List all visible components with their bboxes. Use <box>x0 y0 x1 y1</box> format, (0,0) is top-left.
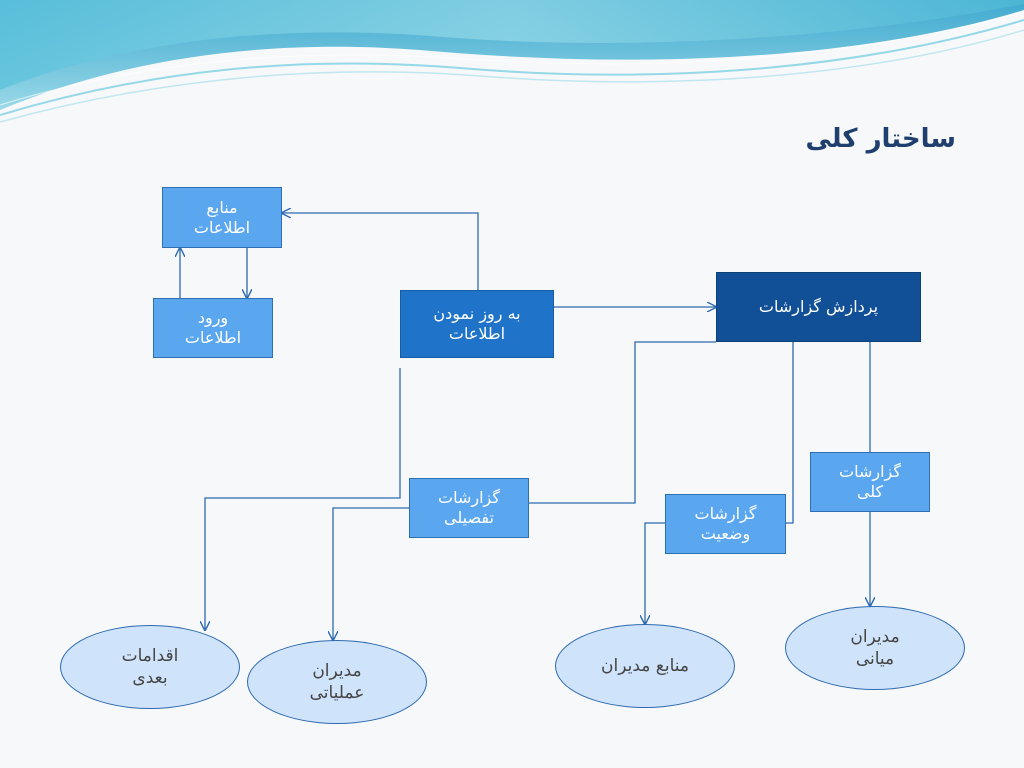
node-data-entry: ورود اطلاعات <box>153 298 273 358</box>
node-operational-managers-line1: مدیران <box>312 660 362 681</box>
line-processing-to-status <box>786 342 794 524</box>
arrow-detailed-to-operational <box>333 507 409 640</box>
node-operational-managers: مدیران عملیاتی <box>247 640 427 724</box>
node-status-reports: گزارشات وضعیت <box>665 494 786 554</box>
node-info-sources-line2: اطلاعات <box>193 217 251 237</box>
node-update-info-line2: اطلاعات <box>448 324 506 343</box>
node-middle-managers-line1: مدیران <box>850 626 900 647</box>
node-general-reports-line2: کلی <box>856 482 884 501</box>
page-title: ساختار کلی <box>805 124 956 154</box>
node-middle-managers: مدیران میانی <box>785 606 965 690</box>
node-operational-managers-line2: عملیاتی <box>309 683 365 703</box>
arrow-update-to-further-actions <box>205 368 401 630</box>
header-wave-decoration <box>0 0 1024 123</box>
node-info-sources-line1: منابع <box>206 197 238 217</box>
node-report-processing: پردازش گزارشات <box>716 272 921 342</box>
node-further-actions: اقدامات بعدی <box>60 625 240 709</box>
node-data-entry-line2: اطلاعات <box>184 328 242 347</box>
node-update-info: به روز نمودن اطلاعات <box>400 290 554 358</box>
node-data-entry-line1: ورود <box>197 308 229 327</box>
node-general-reports-line1: گزارشات <box>839 462 901 481</box>
node-status-reports-line1: گزارشات <box>694 504 757 523</box>
node-info-sources: منابع اطلاعات <box>162 187 282 248</box>
node-further-actions-line2: بعدی <box>132 668 168 688</box>
node-detailed-reports-line1: گزارشات <box>438 488 500 507</box>
node-further-actions-line1: اقدامات <box>121 645 179 666</box>
node-report-processing-line1: پردازش گزارشات <box>758 297 879 316</box>
node-update-info-line1: به روز نمودن <box>433 304 521 323</box>
node-general-reports: گزارشات کلی <box>810 452 930 512</box>
node-manager-resources-line1: منابع مدیران <box>601 655 689 676</box>
arrow-status-to-manager-resources <box>645 522 665 624</box>
node-status-reports-line2: وضعیت <box>700 524 751 543</box>
node-detailed-reports-line2: تفصیلی <box>444 508 494 527</box>
arrow-update-to-sources <box>282 213 479 290</box>
node-detailed-reports: گزارشات تفصیلی <box>409 478 529 538</box>
node-middle-managers-line2: میانی <box>855 649 895 669</box>
line-processing-to-detailed <box>529 341 716 504</box>
node-manager-resources: منابع مدیران <box>555 624 735 708</box>
